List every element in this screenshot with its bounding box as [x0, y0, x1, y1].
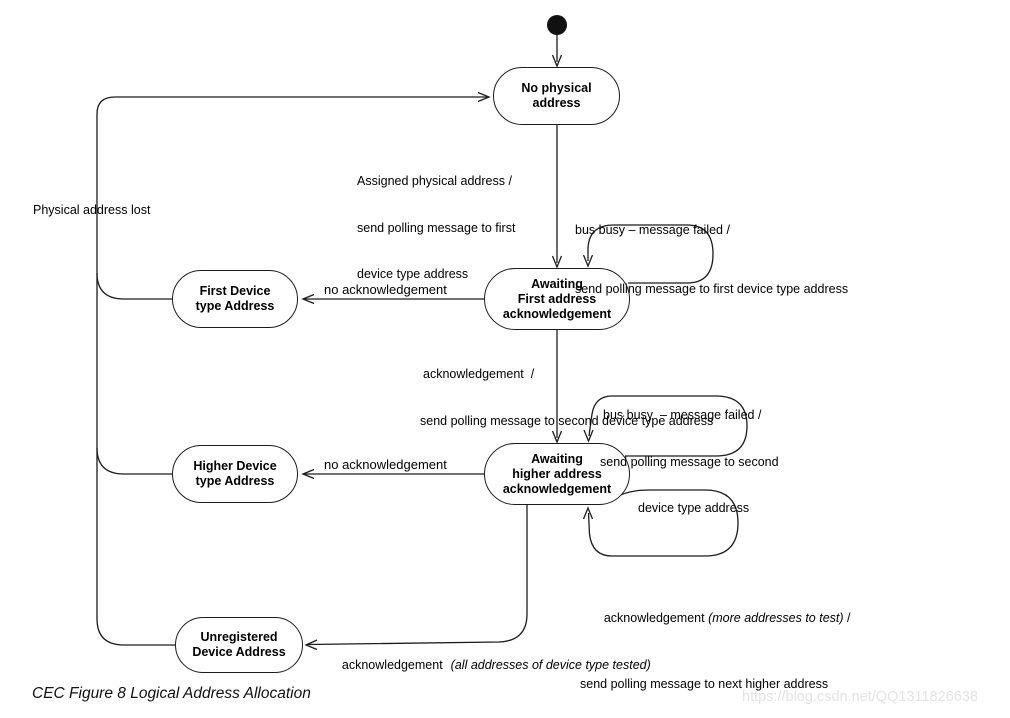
transition-label-ack-more: acknowledgement (more addresses to test)…	[580, 610, 851, 691]
transition-label-bus-busy-first: bus busy – message failed / send polling…	[575, 223, 849, 296]
watermark-text: https://blog.csdn.net/QQ1311826638	[742, 689, 978, 705]
state-label: acknowledgement	[502, 481, 612, 496]
transition-assigned-physical-path	[551, 125, 563, 269]
transition-label-no-ack-first: no acknowledgement	[324, 282, 447, 297]
state-label: type Address	[195, 474, 275, 488]
transition-physical-lost-path	[96, 91, 491, 646]
state-unregistered-device-address: Unregistered Device Address	[175, 617, 303, 673]
state-label: acknowledgement	[502, 306, 612, 321]
state-label: Device Address	[192, 645, 286, 659]
state-label: address	[532, 96, 581, 110]
self-loop-bus-busy-first-path	[582, 224, 714, 284]
self-loop-bus-busy-second-path	[583, 395, 748, 457]
state-label: First Device	[199, 284, 271, 298]
transition-label-assigned-physical: Assigned physical address / send polling…	[357, 174, 516, 281]
transition-label-ack-second: acknowledgement / send polling message t…	[420, 367, 714, 428]
state-no-physical-address: No physical address	[493, 67, 620, 125]
state-label: Awaiting	[531, 451, 583, 466]
transition-label-physical-address-lost: Physical address lost	[33, 203, 151, 217]
state-label: Higher Device	[193, 459, 277, 473]
state-label: No physical	[521, 81, 592, 95]
state-label: higher address	[512, 466, 602, 481]
figure-caption: CEC Figure 8 Logical Address Allocation	[32, 685, 311, 702]
state-awaiting-higher-ack: Awaiting higher address acknowledgement	[484, 443, 630, 505]
state-awaiting-first-ack: Awaiting First address acknowledgement	[484, 268, 630, 330]
initial-state-dot	[547, 15, 567, 68]
transition-ack-all-path	[304, 505, 528, 651]
state-label: First address	[517, 291, 597, 306]
transition-no-ack-first-path	[301, 293, 484, 305]
transition-ack-second-path	[551, 330, 563, 444]
state-label: type Address	[195, 299, 275, 313]
state-higher-device-type-address: Higher Device type Address	[172, 445, 298, 503]
self-loop-ack-more-path	[582, 489, 739, 557]
transition-label-ack-all: acknowledgement(all addresses of device …	[341, 657, 651, 672]
state-first-device-type-address: First Device type Address	[172, 270, 298, 328]
state-label: Awaiting	[531, 276, 583, 291]
transition-label-bus-busy-second: bus busy – message failed / send polling…	[600, 408, 779, 515]
transition-label-no-ack-higher: no acknowledgement	[324, 457, 447, 472]
state-label: Unregistered	[200, 630, 278, 644]
transition-no-ack-higher-path	[301, 468, 484, 480]
